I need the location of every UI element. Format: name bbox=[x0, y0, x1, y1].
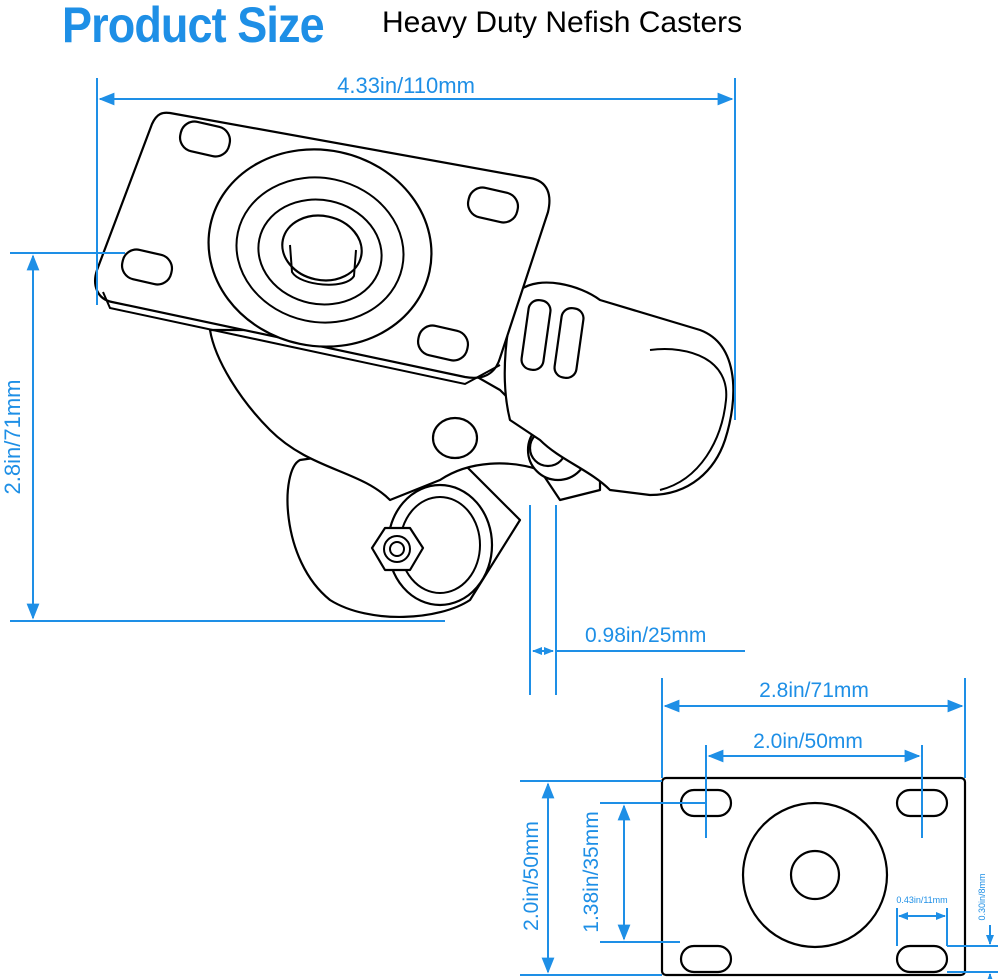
overall-height-label: 2.8in/71mm bbox=[0, 380, 25, 495]
slot-length-dimension bbox=[896, 908, 948, 946]
page-title: Product Size bbox=[62, 0, 325, 53]
page-subtitle: Heavy Duty Nefish Casters bbox=[382, 6, 743, 39]
hole-spacing-width-dimension bbox=[600, 802, 706, 943]
plate-top-view bbox=[660, 776, 967, 977]
hole-spacing-width-label: 1.38in/35mm bbox=[580, 811, 603, 932]
overall-length-dimension bbox=[96, 78, 736, 420]
caster-illustration bbox=[94, 111, 735, 619]
plate-length-dimension bbox=[661, 678, 966, 778]
plate-width-label: 2.0in/50mm bbox=[520, 821, 543, 931]
brake-pedal bbox=[503, 281, 735, 497]
mounting-plate bbox=[94, 111, 551, 386]
axle-nut bbox=[370, 526, 425, 572]
overall-length-label: 4.33in/110mm bbox=[337, 73, 475, 98]
wheel-width-label: 0.98in/25mm bbox=[585, 624, 706, 647]
hole-spacing-length-label: 2.0in/50mm bbox=[753, 730, 863, 753]
slot-width-label: 0.30in/8mm bbox=[977, 873, 987, 920]
slot-length-label: 0.43in/11mm bbox=[896, 895, 947, 905]
plate-width-dimension bbox=[520, 780, 662, 976]
overall-height-dimension bbox=[10, 252, 445, 622]
plate-length-label: 2.8in/71mm bbox=[759, 679, 869, 702]
hole-spacing-length-dimension bbox=[705, 745, 923, 838]
slot-width-dimension bbox=[947, 925, 998, 979]
wheel-width-dimension bbox=[529, 505, 745, 695]
